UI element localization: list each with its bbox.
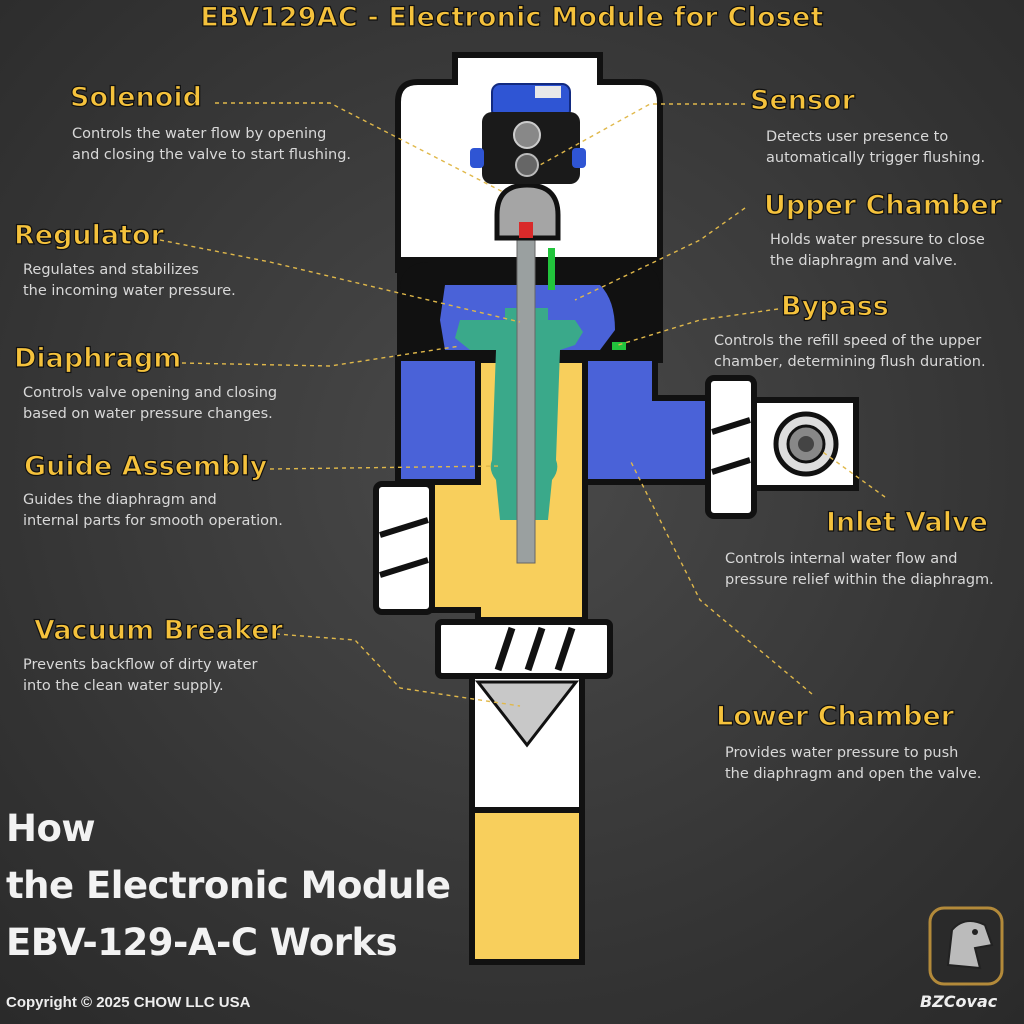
heading-line-3: EBV-129-A-C Works	[6, 921, 398, 964]
lower-chamber-label: Lower Chamber	[715, 700, 955, 732]
nut-ring	[435, 619, 613, 679]
diagram-title: EBV129AC - Electronic Module for Closet	[200, 1, 824, 33]
vacuum-breaker-label: Vacuum Breaker	[33, 614, 283, 646]
solenoid-label: Solenoid	[69, 81, 202, 113]
inlet-valve-label: Inlet Valve	[825, 506, 988, 538]
heading-line-1: How	[6, 807, 96, 850]
heading-line-2: the Electronic Module	[6, 864, 451, 907]
left-fitting	[373, 481, 435, 615]
brand-logo	[928, 906, 1004, 986]
regulator-label: Regulator	[13, 219, 164, 251]
sensor-label: Sensor	[749, 84, 855, 116]
sensor-description: Detects user presence to automatically t…	[766, 129, 986, 166]
bypass-label: Bypass	[780, 290, 889, 322]
outlet-tube-lower	[469, 807, 585, 965]
plunger-rod	[516, 237, 536, 564]
inlet-valve-description: Controls internal water flow and pressur…	[725, 551, 994, 588]
vacuum-breaker-description: Prevents backflow of dirty water into th…	[23, 657, 258, 694]
leader-lines	[159, 102, 886, 707]
upper-chamber-label: Upper Chamber	[763, 189, 1002, 221]
vacuum-breaker-cone	[474, 680, 580, 748]
solenoid-dome	[494, 182, 561, 241]
guide-assembly-label: Guide Assembly	[23, 450, 268, 482]
lower-chamber-description: Provides water pressure to push the diap…	[725, 745, 982, 782]
diaphragm-label: Diaphragm	[13, 342, 182, 374]
regulator-description: Regulates and stabilizes the incoming wa…	[23, 262, 236, 299]
electronic-module	[470, 83, 586, 184]
how-it-works-heading: How the Electronic Module EBV-129-A-C Wo…	[6, 800, 451, 971]
inlet-fitting	[705, 375, 757, 519]
solenoid-description: Controls the water flow by opening and c…	[72, 126, 352, 163]
guide-assembly-description: Guides the diaphragm and internal parts …	[23, 492, 283, 529]
diaphragm-description: Controls valve opening and closing based…	[23, 385, 278, 422]
brand-name: BZCovac	[920, 992, 998, 1011]
copyright-text: Copyright © 2025 CHOW LLC USA	[6, 994, 251, 1011]
upper-chamber-description: Holds water pressure to close the diaphr…	[770, 232, 985, 269]
bypass-description: Controls the refill speed of the upper c…	[714, 333, 986, 370]
bypass-line	[548, 248, 555, 290]
